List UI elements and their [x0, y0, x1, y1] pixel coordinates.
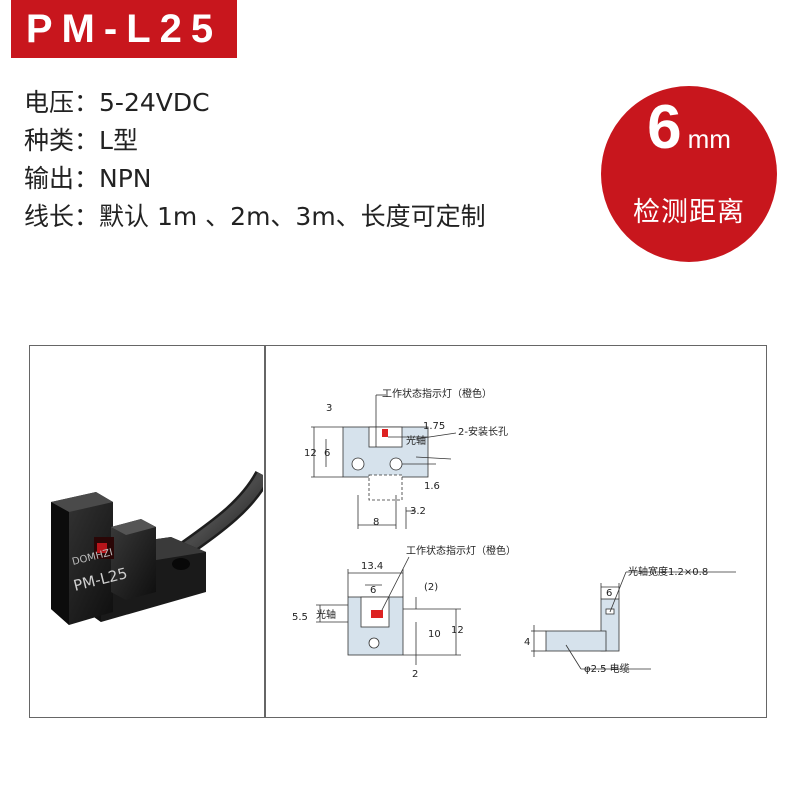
optical-axis-label-top: 光轴: [406, 434, 426, 447]
dim-front-6: 6: [370, 585, 376, 596]
spec-output: 输出：NPN: [24, 164, 152, 193]
dim-front-2p: (2): [424, 582, 438, 593]
dim-top-3: 3: [326, 403, 332, 414]
dim-front-55: 5.5: [292, 612, 308, 623]
dim-front-10: 10: [428, 629, 441, 640]
emitter-led: [97, 543, 107, 553]
dimension-drawing: 工作状态指示灯（橙色） 光轴 2-安装长孔 3 12 6 1.75 1.6 8 …: [292, 387, 736, 680]
distance-value: 6: [647, 93, 682, 162]
product-frame: [29, 345, 767, 718]
spec-cable-length: 线长：默认 1m 、2m、3m、长度可定制: [24, 202, 486, 231]
distance-unit: mm: [687, 124, 731, 154]
dim-front-2: 2: [412, 669, 418, 680]
dim-top-32: 3.2: [410, 506, 426, 517]
optical-axis-label-front: 光轴: [316, 608, 336, 621]
dim-top-12: 12: [304, 448, 317, 459]
sensor-fork-right: [111, 519, 156, 600]
indicator-label-top: 工作状态指示灯（橙色）: [382, 387, 492, 400]
mount-hole: [172, 558, 190, 570]
spec-voltage: 电压：5-24VDC: [24, 88, 210, 117]
indicator-label-front: 工作状态指示灯（橙色）: [406, 544, 516, 557]
dim-top-8: 8: [373, 517, 379, 528]
side-view-cable: [545, 630, 607, 652]
mount-holes-label: 2-安装长孔: [458, 425, 508, 438]
dim-top-175: 1.75: [423, 421, 445, 432]
frame-divider: [264, 345, 266, 718]
product-photo: DOMHZI PM-L25: [51, 470, 263, 625]
dim-side-6: 6: [606, 588, 612, 599]
spec-type: 种类：L型: [24, 126, 138, 155]
dim-front-12: 12: [451, 625, 464, 636]
dim-top-6: 6: [324, 448, 330, 459]
cable-label: φ2.5 电缆: [584, 662, 630, 675]
spec-list: 电压：5-24VDC 种类：L型 输出：NPN 线长：默认 1m 、2m、3m、…: [24, 84, 486, 236]
axis-width-label: 光轴宽度1.2×0.8: [628, 565, 708, 578]
product-title: PM-L25: [11, 0, 237, 58]
indicator-marker: [371, 610, 383, 618]
dim-top-16: 1.6: [424, 481, 440, 492]
dim-side-4: 4: [524, 637, 530, 648]
distance-label: 检测距离: [633, 197, 745, 228]
dim-front-134: 13.4: [361, 561, 383, 572]
